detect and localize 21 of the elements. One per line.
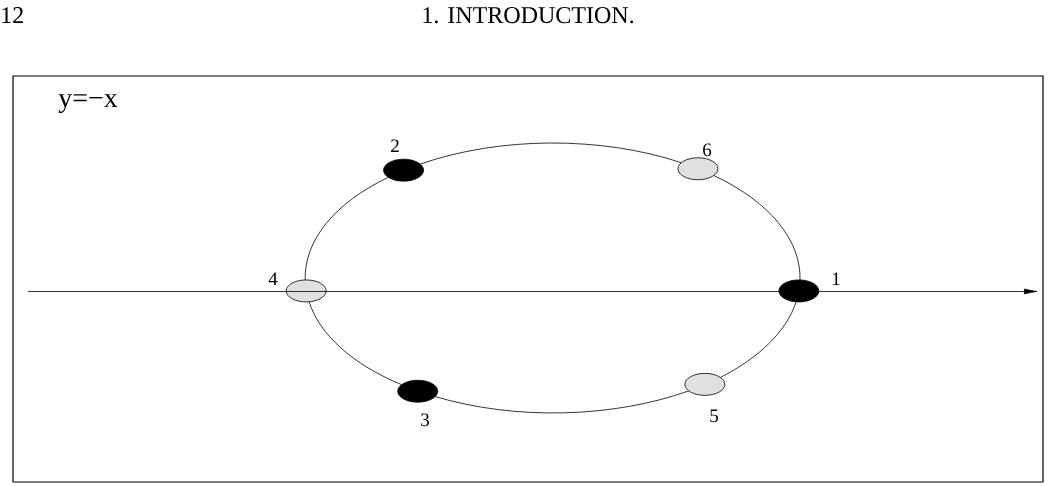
point-number: 2 (391, 139, 399, 152)
arc (419, 142, 682, 165)
point-dot (684, 372, 726, 396)
point-number: 5 (710, 409, 718, 423)
point-number: 1 (832, 272, 840, 285)
arc (720, 301, 797, 378)
arc (308, 301, 402, 386)
point-number: 6 (703, 143, 712, 157)
point-number: 4 (268, 272, 278, 285)
point-dot (778, 279, 820, 303)
point-dot (397, 379, 439, 403)
running-header: 1. INTRODUCTION. (423, 7, 634, 24)
point-number: 3 (421, 413, 429, 427)
point-dot (677, 157, 719, 181)
point-dot (383, 158, 424, 182)
page-number: 12 (2, 7, 23, 23)
arc (713, 175, 801, 281)
arc (304, 176, 389, 281)
line-label: y=−x (58, 94, 118, 114)
point-dot (285, 279, 327, 303)
arc (434, 390, 690, 414)
